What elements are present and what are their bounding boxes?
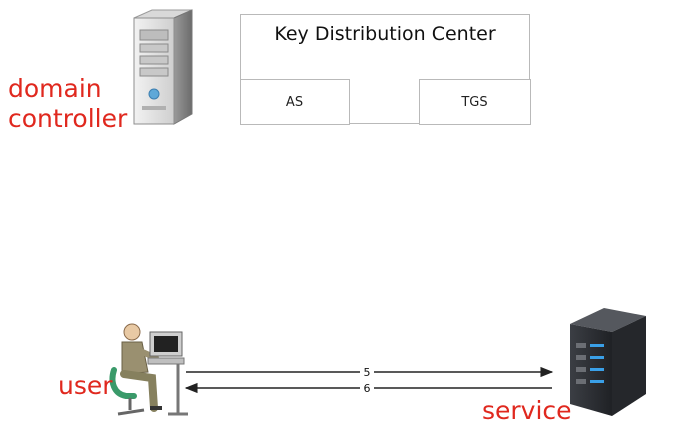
key-distribution-center-box: Key Distribution Center AS TGS — [239, 14, 531, 125]
arrow-6-number: 6 — [364, 382, 371, 395]
kdc-title: Key Distribution Center — [274, 23, 496, 45]
message-arrows: 5 6 — [184, 366, 554, 395]
user-at-computer-icon — [109, 323, 188, 416]
domain-controller-server-icon — [133, 9, 193, 125]
as-label: AS — [285, 94, 304, 110]
user-label: user — [58, 371, 113, 400]
as-box: AS — [239, 79, 350, 125]
domain-controller-text: domain controller — [8, 74, 128, 133]
service-server-icon — [570, 308, 646, 416]
domain-controller-label: domain controller — [8, 74, 138, 134]
tgs-label: TGS — [461, 94, 488, 110]
arrow-5-number: 5 — [364, 366, 371, 379]
tgs-box: TGS — [418, 79, 531, 125]
service-label: service — [482, 396, 572, 425]
